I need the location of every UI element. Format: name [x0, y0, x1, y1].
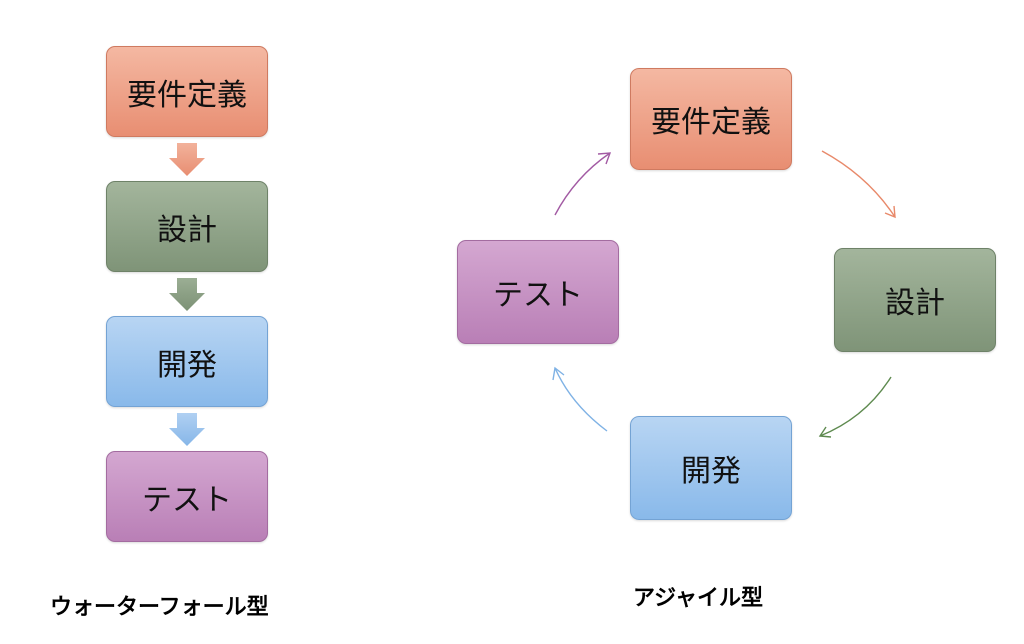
waterfall-step-design: 設計: [106, 181, 268, 272]
agile-step-development: 開発: [630, 416, 792, 520]
agile-arrow-test-to-req: [554, 152, 612, 216]
waterfall-step-development-label: 開発: [157, 347, 217, 383]
agile-caption: アジャイル型: [633, 586, 764, 611]
waterfall-arrow-2: [169, 278, 205, 311]
waterfall-caption: ウォーターフォール型: [50, 595, 269, 620]
waterfall-step-development: 開発: [106, 316, 268, 407]
agile-step-development-label: 開発: [681, 454, 741, 489]
agile-step-test: テスト: [457, 240, 619, 344]
waterfall-step-requirements-label: 要件定義: [127, 77, 247, 113]
waterfall-step-design-label: 設計: [157, 212, 217, 248]
agile-step-design: 設計: [834, 248, 996, 352]
waterfall-arrow-1: [169, 143, 205, 176]
waterfall-step-requirements: 要件定義: [106, 46, 268, 137]
agile-step-requirements-label: 要件定義: [651, 105, 771, 140]
agile-arrow-req-to-design: [821, 150, 896, 219]
agile-step-requirements: 要件定義: [630, 68, 792, 170]
waterfall-step-test-label: テスト: [142, 482, 232, 518]
agile-arrow-design-to-dev: [818, 376, 892, 438]
agile-arrow-dev-to-test: [552, 366, 608, 432]
agile-step-test-label: テスト: [493, 278, 583, 313]
waterfall-step-test: テスト: [106, 451, 268, 542]
agile-step-design-label: 設計: [885, 286, 945, 321]
waterfall-arrow-3: [169, 413, 205, 446]
